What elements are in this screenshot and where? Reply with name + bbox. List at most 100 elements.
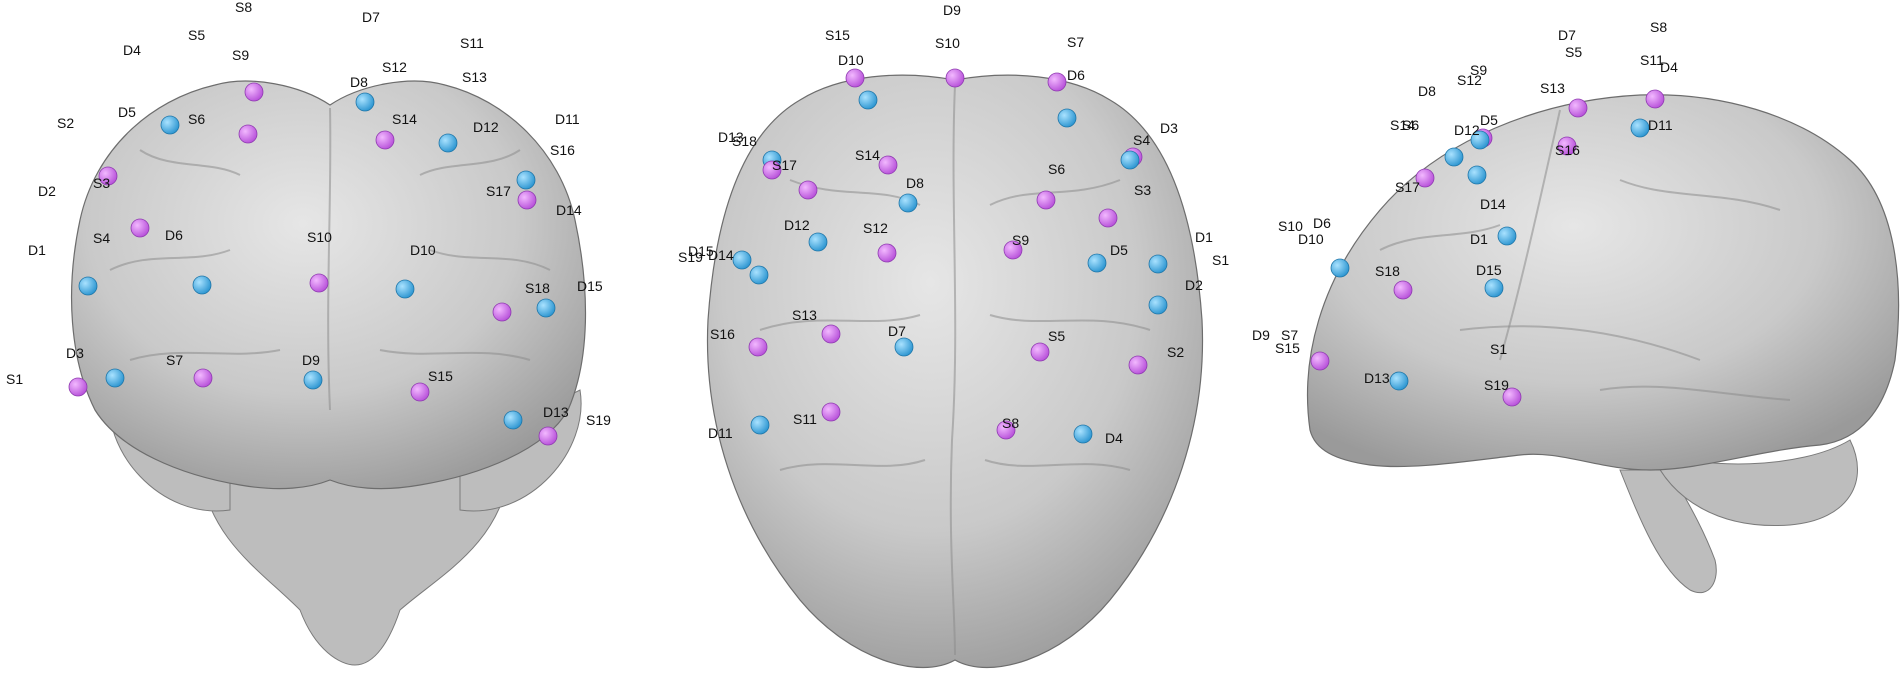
lateral-optode-label-s15: S15 — [1275, 340, 1300, 356]
top-optode-label-s5: S5 — [1048, 328, 1065, 344]
lateral-optode-label-s19: S19 — [1484, 377, 1509, 393]
top-source-marker-s10 — [945, 68, 965, 88]
lateral-optode-label-s10: S10 — [1278, 218, 1303, 234]
lateral-source-marker-s18 — [1393, 280, 1413, 300]
frontal-source-marker-s4 — [130, 218, 150, 238]
top-source-marker-s6 — [1036, 190, 1056, 210]
frontal-source-marker-s10 — [309, 273, 329, 293]
frontal-detector-marker-d3 — [105, 368, 125, 388]
top-detector-marker-d1 — [1148, 254, 1168, 274]
lateral-optode-label-s13: S13 — [1540, 80, 1565, 96]
top-optode-label-d15: D15 — [688, 243, 714, 259]
lateral-optode-label-d9: D9 — [1252, 327, 1270, 343]
top-detector-marker-d2 — [1148, 295, 1168, 315]
lateral-optode-label-s16: S16 — [1555, 142, 1580, 158]
top-detector-marker-d11 — [750, 415, 770, 435]
frontal-detector-marker-d8 — [355, 92, 375, 112]
top-source-marker-s14 — [878, 155, 898, 175]
top-source-marker-s7 — [1047, 72, 1067, 92]
top-optode-label-d10: D10 — [838, 52, 864, 68]
lateral-source-marker-s8 — [1645, 89, 1665, 109]
top-source-marker-s3 — [1098, 208, 1118, 228]
frontal-detector-marker-d5 — [160, 115, 180, 135]
top-source-marker-s9 — [1003, 240, 1023, 260]
frontal-source-marker-s19 — [538, 426, 558, 446]
top-optode-label-d9: D9 — [943, 2, 961, 18]
top-brain-view — [706, 74, 1204, 668]
top-source-marker-s13 — [821, 324, 841, 344]
top-optode-label-s13: S13 — [792, 307, 817, 323]
frontal-optode-label-d5: D5 — [118, 104, 136, 120]
frontal-detector-marker-d1 — [78, 276, 98, 296]
lateral-brain-surface — [1307, 94, 1900, 471]
top-detector-marker-d7 — [894, 337, 914, 357]
frontal-optode-label-d15: D15 — [577, 278, 603, 294]
frontal-optode-label-d6: D6 — [165, 227, 183, 243]
top-optode-label-s11: S11 — [793, 411, 817, 427]
top-optode-label-s6: S6 — [1048, 161, 1065, 177]
frontal-optode-label-d11: D11 — [555, 111, 580, 127]
top-source-marker-s15 — [845, 68, 865, 88]
frontal-detector-marker-d13 — [503, 410, 523, 430]
frontal-optode-label-s10: S10 — [307, 229, 332, 245]
frontal-source-marker-s18 — [492, 302, 512, 322]
top-optode-label-d6: D6 — [1067, 67, 1085, 83]
top-source-marker-s18 — [762, 160, 782, 180]
lateral-optode-label-d12: D12 — [1454, 122, 1480, 138]
frontal-optode-label-s1: S1 — [6, 371, 23, 387]
frontal-optode-label-d14: D14 — [556, 202, 582, 218]
frontal-source-marker-s15 — [410, 382, 430, 402]
top-optode-label-s18: S18 — [732, 133, 757, 149]
frontal-source-marker-s9 — [244, 82, 264, 102]
lateral-optode-label-d13: D13 — [1364, 370, 1390, 386]
frontal-optode-label-d2: D2 — [38, 183, 56, 199]
frontal-optode-label-s4: S4 — [93, 230, 110, 246]
lateral-optode-label-d11: D11 — [1648, 117, 1673, 133]
top-optode-label-s4: S4 — [1133, 132, 1150, 148]
lateral-optode-label-d5: D5 — [1480, 112, 1498, 128]
top-optode-label-d7: D7 — [888, 323, 906, 339]
top-source-marker-s8 — [996, 420, 1016, 440]
lateral-brain-view — [1307, 94, 1900, 594]
top-optode-label-s17: S17 — [772, 157, 797, 173]
frontal-optode-label-s7: S7 — [166, 352, 183, 368]
frontal-optode-label-s8: S8 — [235, 0, 252, 15]
top-optode-label-s8: S8 — [1002, 415, 1019, 431]
frontal-detector-marker-d15 — [536, 298, 556, 318]
lateral-source-marker-s17 — [1415, 168, 1435, 188]
top-optode-label-d1: D1 — [1195, 229, 1213, 245]
top-optode-label-d2: D2 — [1185, 277, 1203, 293]
frontal-optode-label-s6: S6 — [188, 111, 205, 127]
frontal-source-marker-s1 — [68, 377, 88, 397]
lateral-optode-label-d1: D1 — [1470, 231, 1488, 247]
top-detector-marker-d12 — [808, 232, 828, 252]
frontal-optode-label-d7: D7 — [362, 9, 380, 25]
frontal-optode-label-s3: S3 — [93, 175, 110, 191]
top-source-marker-s16 — [748, 337, 768, 357]
frontal-source-marker-s3 — [98, 166, 118, 186]
top-source-marker-s2 — [1128, 355, 1148, 375]
lateral-optode-label-s17: S17 — [1395, 179, 1420, 195]
top-optode-label-s15: S15 — [825, 27, 850, 43]
frontal-optode-label-d4: D4 — [123, 42, 141, 58]
lateral-optode-label-d4: D4 — [1660, 59, 1678, 75]
lateral-optode-label-s6: S6 — [1402, 117, 1419, 133]
frontal-detector-marker-d12 — [438, 133, 458, 153]
top-optode-label-s9: S9 — [1012, 232, 1029, 248]
lateral-optode-label-d14: D14 — [1480, 196, 1506, 212]
frontal-optode-label-s11: S11 — [460, 35, 484, 51]
lateral-detector-marker-d11 — [1630, 118, 1650, 138]
lateral-optode-label-d7: D7 — [1558, 27, 1576, 43]
frontal-optode-label-s17: S17 — [486, 183, 511, 199]
frontal-optode-label-s12: S12 — [382, 59, 407, 75]
top-optode-label-s19: S19 — [678, 249, 703, 265]
frontal-optode-label-s5: S5 — [188, 27, 205, 43]
top-detector-marker-d8 — [898, 193, 918, 213]
frontal-optode-label-d1: D1 — [28, 242, 46, 258]
frontal-optode-label-s9: S9 — [232, 47, 249, 63]
frontal-source-marker-s17 — [517, 190, 537, 210]
frontal-detector-marker-d9 — [303, 370, 323, 390]
top-detector-marker-d3 — [1120, 150, 1140, 170]
lateral-detector-marker-d10 — [1330, 258, 1350, 278]
